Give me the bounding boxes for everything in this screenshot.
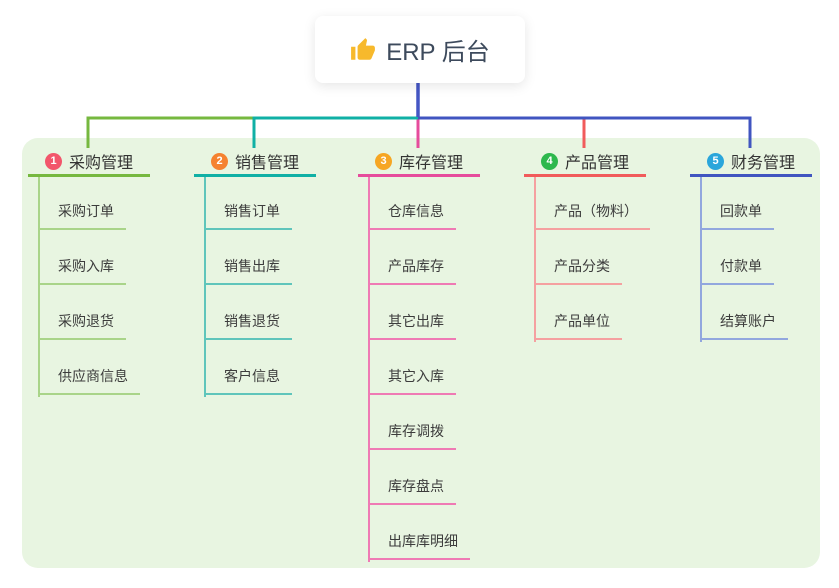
branch-label: 采购管理 (69, 155, 134, 172)
branch-header[interactable]: 1 采购管理 (28, 148, 150, 177)
branch-label: 库存管理 (399, 155, 464, 172)
branch-header[interactable]: 5 财务管理 (690, 148, 812, 177)
child-node[interactable]: 供应商信息 (38, 367, 140, 395)
child-node[interactable]: 结算账户 (700, 312, 788, 340)
child-node[interactable]: 仓库信息 (368, 202, 456, 230)
child-node[interactable]: 销售订单 (204, 202, 292, 230)
child-node[interactable]: 库存调拨 (368, 422, 456, 450)
branch-header[interactable]: 2 销售管理 (194, 148, 316, 177)
branch-number-badge: 5 (707, 152, 724, 170)
child-node[interactable]: 其它入库 (368, 367, 456, 395)
branch-vertical-line (204, 177, 206, 397)
child-node[interactable]: 其它出库 (368, 312, 456, 340)
child-node[interactable]: 采购订单 (38, 202, 126, 230)
branch-vertical-line (368, 177, 370, 562)
child-node[interactable]: 产品分类 (534, 257, 622, 285)
child-node[interactable]: 产品单位 (534, 312, 622, 340)
child-node[interactable]: 产品库存 (368, 257, 456, 285)
thumbs-up-icon (351, 37, 376, 60)
child-node[interactable]: 销售退货 (204, 312, 292, 340)
branch-header[interactable]: 3 库存管理 (358, 148, 480, 177)
root-node[interactable]: ERP 后台 (315, 16, 525, 83)
root-title: ERP 后台 (386, 39, 490, 66)
child-node[interactable]: 回款单 (700, 202, 774, 230)
branch-number-badge: 2 (211, 152, 228, 170)
branch-vertical-line (534, 177, 536, 342)
branch-header[interactable]: 4 产品管理 (524, 148, 646, 177)
branch-number-badge: 3 (375, 152, 392, 170)
child-node[interactable]: 产品（物料） (534, 202, 650, 230)
child-node[interactable]: 出库库明细 (368, 532, 470, 560)
branches-panel (22, 138, 820, 568)
branch-number-badge: 1 (45, 152, 62, 170)
child-node[interactable]: 付款单 (700, 257, 774, 285)
child-node[interactable]: 库存盘点 (368, 477, 456, 505)
branch-number-badge: 4 (541, 152, 558, 170)
child-node[interactable]: 客户信息 (204, 367, 292, 395)
child-node[interactable]: 采购退货 (38, 312, 126, 340)
branch-vertical-line (38, 177, 40, 397)
branch-label: 销售管理 (235, 155, 300, 172)
branch-label: 财务管理 (731, 155, 796, 172)
branch-label: 产品管理 (565, 155, 630, 172)
branch-vertical-line (700, 177, 702, 342)
child-node[interactable]: 采购入库 (38, 257, 126, 285)
child-node[interactable]: 销售出库 (204, 257, 292, 285)
